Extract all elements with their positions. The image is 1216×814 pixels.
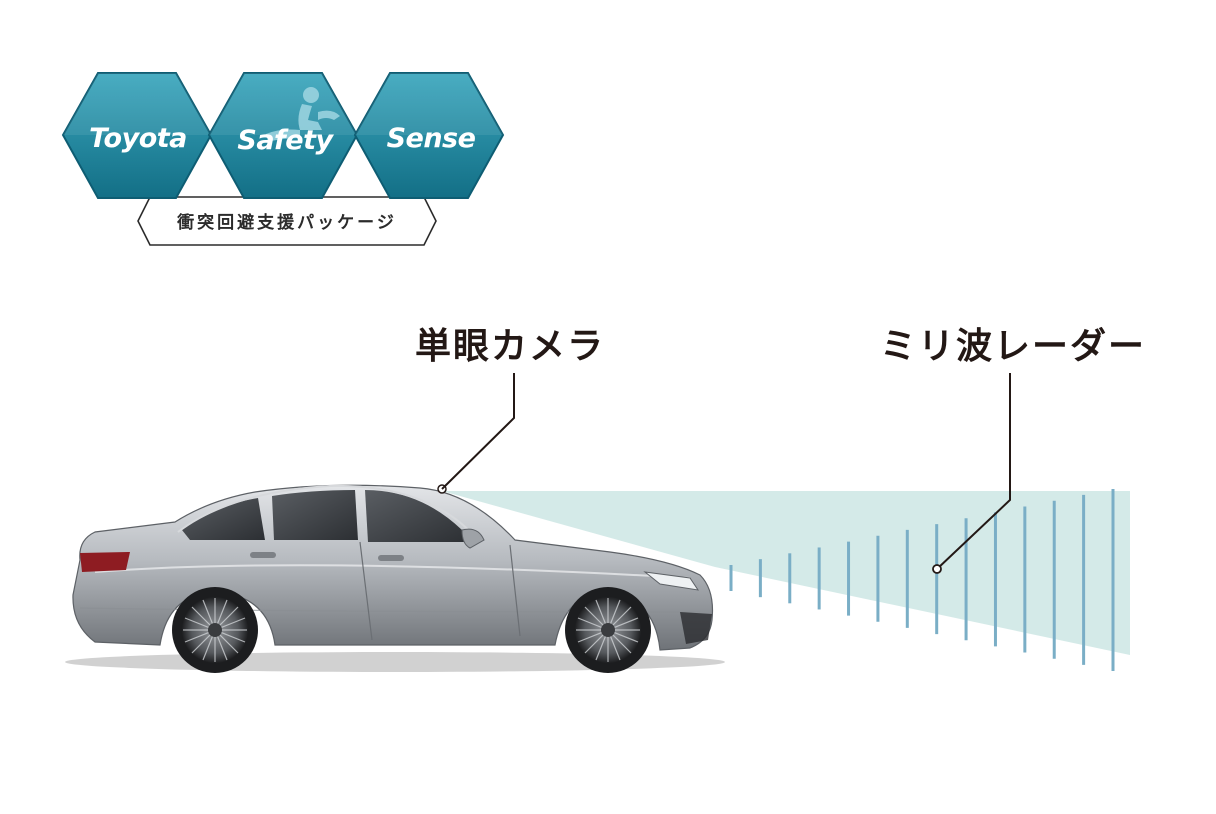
seated-person-icon: [266, 87, 340, 142]
sedan-car-illustration: [65, 484, 725, 673]
rear-wheel: [172, 587, 258, 673]
radar-label: ミリ波レーダー: [880, 326, 1146, 367]
camera-callout: 単眼カメラ: [415, 326, 605, 490]
logo-hexagon-safety: Safety: [207, 72, 359, 199]
logo-subtitle-banner: 衝突回避支援パッケージ: [137, 196, 437, 246]
logo-word-sense: Sense: [387, 123, 476, 154]
logo-subtitle: 衝突回避支援パッケージ: [176, 212, 397, 233]
front-wheel: [565, 587, 651, 673]
logo-hexagon-toyota: Toyota: [61, 72, 213, 199]
radar-callout-dot: [932, 564, 942, 574]
sensor-detection-beam: [442, 491, 1130, 655]
radar-callout: ミリ波レーダー: [880, 326, 1146, 574]
logo-hexagon-sense: Sense: [353, 72, 505, 199]
camera-leader-line: [441, 373, 515, 490]
camera-label: 単眼カメラ: [415, 326, 605, 367]
logo-word-safety: Safety: [237, 125, 334, 156]
toyota-safety-sense-logo: 衝突回避支援パッケージ Toyota Safety Sense: [61, 72, 505, 246]
radar-wave-bars: [729, 489, 1115, 671]
radar-leader-line: [936, 373, 1011, 570]
logo-word-toyota: Toyota: [89, 123, 187, 154]
